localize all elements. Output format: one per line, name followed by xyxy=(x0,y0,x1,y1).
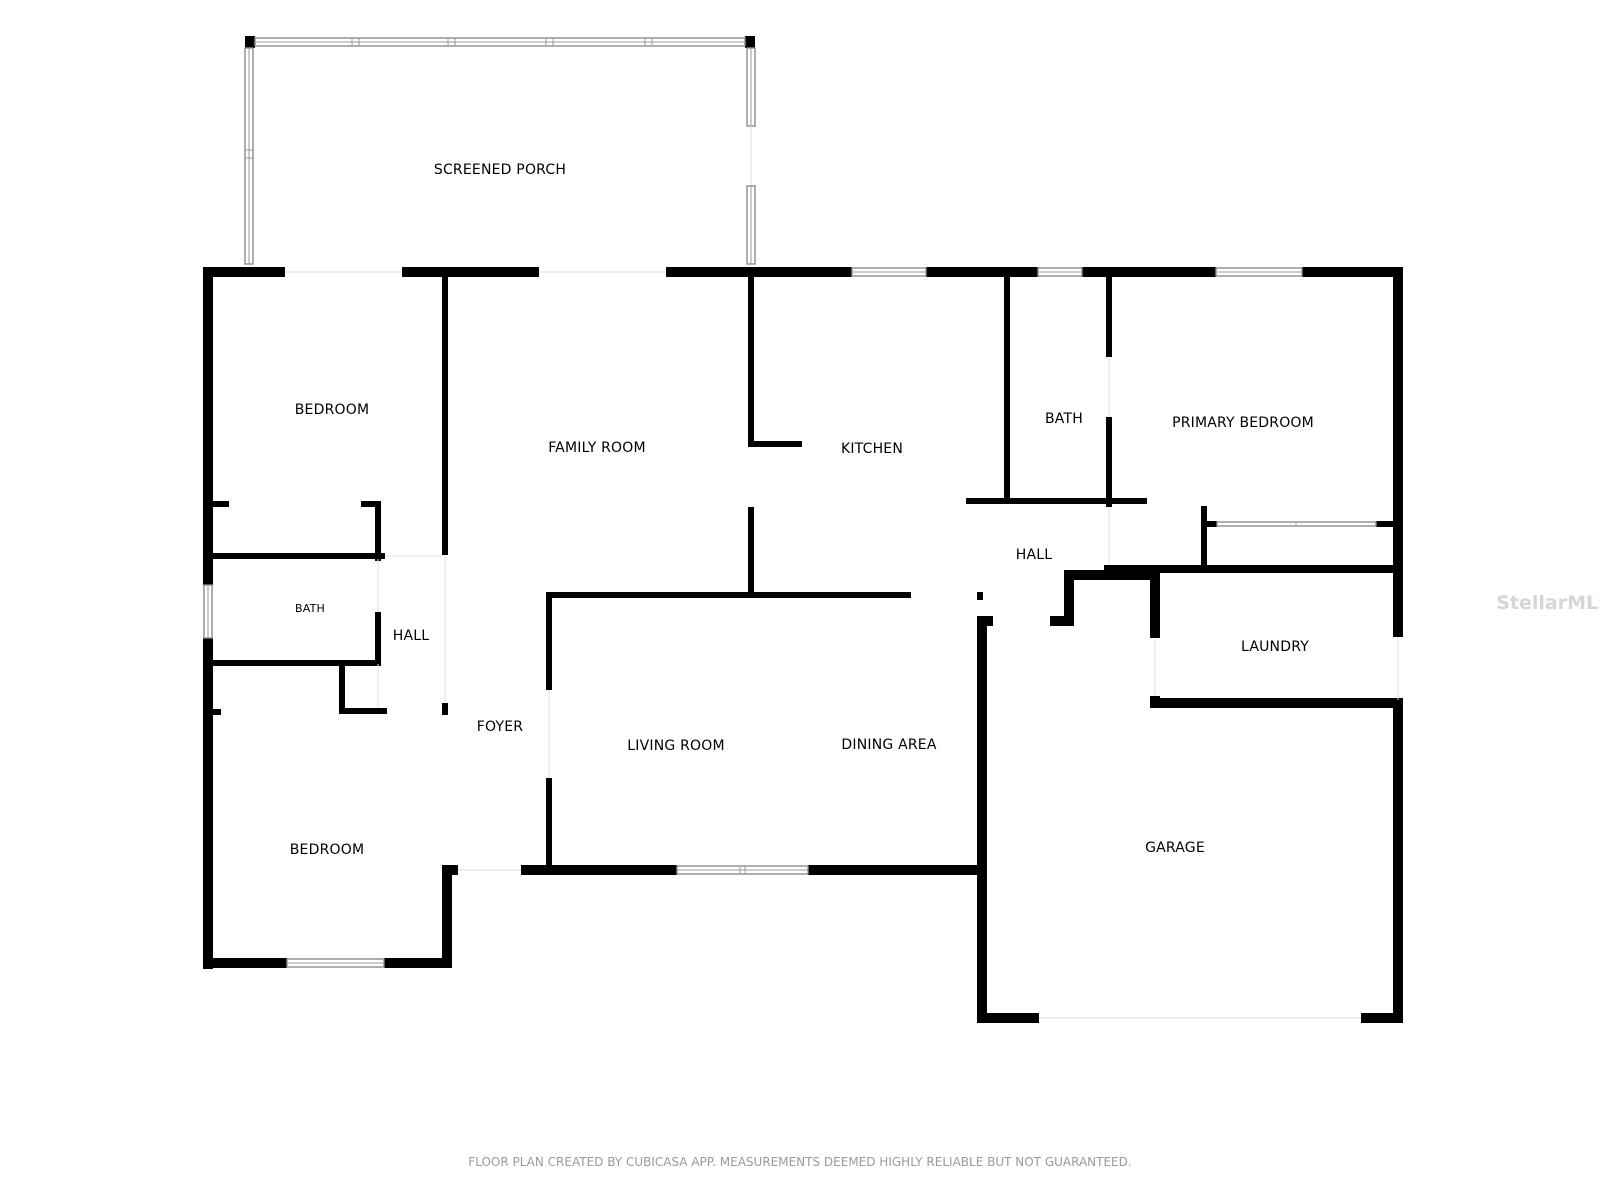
label-bath-left: BATH xyxy=(295,602,325,615)
label-primary-bedroom: PRIMARY BEDROOM xyxy=(1172,415,1314,431)
floor-plan-credit: FLOOR PLAN CREATED BY CUBICASA APP. MEAS… xyxy=(468,1155,1131,1169)
label-bedroom-upper: BEDROOM xyxy=(295,402,369,418)
screened-porch-structure xyxy=(244,36,756,265)
windows xyxy=(203,267,1377,968)
label-bedroom-lower: BEDROOM xyxy=(290,842,364,858)
openings xyxy=(285,271,1399,1019)
walls xyxy=(203,267,1403,1023)
label-family-room: FAMILY ROOM xyxy=(548,440,646,456)
label-foyer: FOYER xyxy=(477,719,524,735)
label-dining-area: DINING AREA xyxy=(841,737,936,753)
label-garage: GARAGE xyxy=(1145,840,1205,856)
label-hall-left: HALL xyxy=(393,628,430,644)
label-hall-right: HALL xyxy=(1016,547,1053,563)
label-kitchen: KITCHEN xyxy=(841,441,903,457)
room-labels: SCREENED PORCH BEDROOM FAMILY ROOM KITCH… xyxy=(290,162,1314,858)
label-laundry: LAUNDRY xyxy=(1241,639,1309,655)
label-screened-porch: SCREENED PORCH xyxy=(434,162,566,178)
label-living-room: LIVING ROOM xyxy=(627,738,724,754)
label-bath-upper: BATH xyxy=(1045,411,1083,427)
watermark-logo: StellarMLS xyxy=(1496,592,1600,614)
